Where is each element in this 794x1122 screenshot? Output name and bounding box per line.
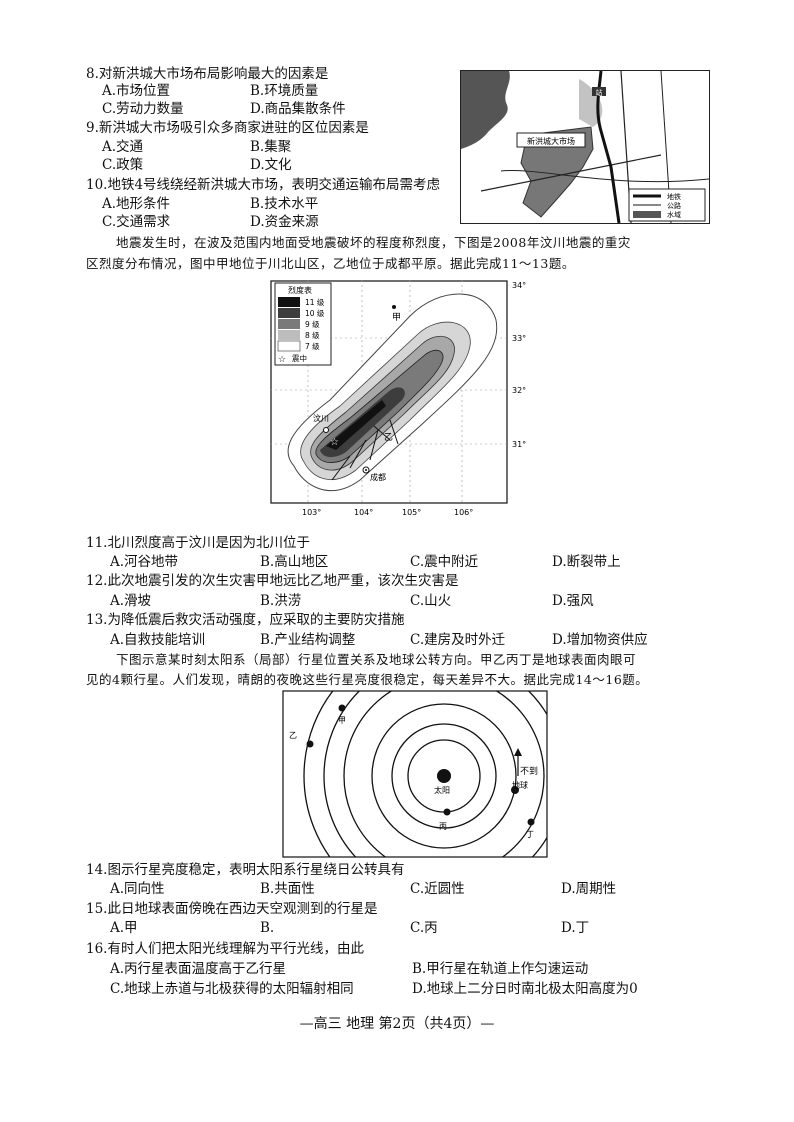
lon-105: 105° <box>402 508 421 517</box>
q16-option-b: B.甲行星在轨道上作匀速运动 <box>412 961 589 977</box>
legend-water: 水域 <box>667 210 681 219</box>
q14-option-a: A.同向性 <box>110 881 165 897</box>
intro-quake-line1: 地震发生时，在波及范围内地面受地震破坏的程度称烈度，下图是2008年汶川地震的重… <box>116 235 631 250</box>
question-16: 16.有时人们把太阳光线理解为平行光线，由此 <box>86 941 364 957</box>
metro-line <box>596 70 621 224</box>
q10-option-b: B.技术水平 <box>250 196 319 212</box>
yi-label: 乙 <box>289 731 297 740</box>
lat-31: 31° <box>512 440 526 449</box>
q12-option-b: B.洪涝 <box>260 593 302 609</box>
q15-option-b: B. <box>260 920 275 936</box>
lon-103: 103° <box>302 508 321 517</box>
q9-option-d: D.文化 <box>250 157 292 173</box>
q12-option-d: D.强风 <box>552 593 594 609</box>
q9-option-c: C.政策 <box>102 157 144 173</box>
planet-bing <box>443 808 451 816</box>
question-8: 8.对新洪城大市场布局影响最大的因素是 <box>86 66 329 82</box>
lon-104: 104° <box>354 508 373 517</box>
q8-option-d: D.商品集散条件 <box>250 101 346 117</box>
intro-quake-line2: 区烈度分布情况，图中甲地位于川北山区，乙地位于成都平原。据此完成11～13题。 <box>86 256 575 271</box>
market-map: 新洪城大市场 站 地铁 公路 水域 <box>460 70 710 224</box>
lat-32: 32° <box>512 386 526 395</box>
ding-label: 丁 <box>526 830 534 839</box>
water-area <box>461 71 510 149</box>
q15-option-d: D.丁 <box>561 920 590 936</box>
quake-map: 烈度表 11 级 10 级 9 级 8 级 7 级 ☆ 震中 甲 乙 汶川 ☆ … <box>270 280 532 520</box>
q15-option-a: A.甲 <box>110 920 138 936</box>
q11-option-c: C.震中附近 <box>410 554 479 570</box>
lat-34: 34° <box>512 281 526 290</box>
q9-option-a: A.交通 <box>102 139 144 155</box>
epicenter-legend-icon: ☆ <box>278 355 286 365</box>
q10-option-d: D.资金来源 <box>250 214 319 230</box>
q16-option-a: A.丙行星表面温度高于乙行星 <box>110 961 287 977</box>
planet-ding <box>527 818 535 826</box>
lon-106: 106° <box>454 508 473 517</box>
q8-option-c: C.劳动力数量 <box>102 101 184 117</box>
intro-solar-line2: 见的4颗行星。人们发现，晴朗的夜晚这些行星亮度很稳定，每天差异不大。据此完成14… <box>86 672 649 687</box>
legend-road: 公路 <box>667 201 681 210</box>
q9-option-b: B.集聚 <box>250 139 292 155</box>
question-12: 12.此次地震引发的次生灾害甲地远比乙地严重，该次生灾害是 <box>86 573 459 589</box>
sun-icon <box>437 769 451 783</box>
question-9: 9.新洪城大市场吸引众多商家进驻的区位因素是 <box>86 120 369 136</box>
q12-option-c: C.山火 <box>410 593 452 609</box>
q13-option-b: B.产业结构调整 <box>260 632 356 648</box>
orbit-direction-arrow-icon <box>514 748 522 756</box>
q8-option-b: B.环境质量 <box>250 83 319 99</box>
quake-map-figure: 烈度表 11 级 10 级 9 级 8 级 7 级 ☆ 震中 甲 乙 汶川 ☆ … <box>270 280 526 517</box>
sun-label: 太阳 <box>434 785 450 795</box>
legend-metro: 地铁 <box>667 192 681 201</box>
solar-diagram-figure: 太阳 丙 地球 不到 丁 甲 乙 <box>282 690 548 858</box>
solar-diagram: 太阳 丙 地球 不到 丁 甲 乙 <box>282 690 548 858</box>
intro-solar-line1: 下图示意某时刻太阳系（局部）行星位置关系及地球公转方向。甲乙丙丁是地球表面肉眼可 <box>116 652 637 667</box>
quake-legend-title: 烈度表 <box>288 285 312 295</box>
q10-option-a: A.地形条件 <box>102 196 171 212</box>
bing-label: 丙 <box>439 822 447 831</box>
market-label: 新洪城大市场 <box>527 136 575 146</box>
q11-option-d: D.断裂带上 <box>552 554 621 570</box>
legend-7: 7 级 <box>305 341 320 351</box>
q14-option-c: C.近圆性 <box>410 881 465 897</box>
jia-label: 甲 <box>338 716 346 725</box>
question-15: 15.此日地球表面傍晚在西边天空观测到的行星是 <box>86 901 378 917</box>
market-map-figure: 新洪城大市场 站 地铁 公路 水域 <box>461 70 710 224</box>
legend-8: 8 级 <box>305 330 320 340</box>
earth-label: 地球 <box>512 780 528 790</box>
question-14: 14.图示行星亮度稳定，表明太阳系行星绕日公转具有 <box>86 862 405 878</box>
legend-10: 10 级 <box>305 308 325 318</box>
legend-9: 9 级 <box>305 319 320 329</box>
earth-marks: 不到 <box>520 765 538 777</box>
place-jia: 甲 <box>392 312 401 323</box>
market-area <box>520 126 594 218</box>
q16-option-d: D.地球上二分日时南北极太阳高度为0 <box>412 981 638 997</box>
legend-11: 11 级 <box>305 297 325 307</box>
q13-option-d: D.增加物资供应 <box>552 632 648 648</box>
q10-option-c: C.交通需求 <box>102 214 171 230</box>
q8-option-a: A.市场位置 <box>102 83 171 99</box>
svg-text:站: 站 <box>596 88 603 97</box>
legend-epicenter: 震中 <box>292 353 307 363</box>
q14-option-b: B.共面性 <box>260 881 315 897</box>
planet-jia <box>338 704 346 712</box>
lat-33: 33° <box>512 334 526 343</box>
q15-option-c: C.丙 <box>410 920 438 936</box>
q12-option-a: A.滑坡 <box>110 593 152 609</box>
q13-option-c: C.建房及时外迁 <box>410 632 506 648</box>
place-chengdu: 成都 <box>370 472 386 482</box>
page-footer: —高三 地理 第2页（共4页）— <box>299 1016 495 1032</box>
planet-yi <box>306 740 314 748</box>
question-13: 13.为降低震后救灾活动强度，应采取的主要防灾措施 <box>86 612 405 628</box>
q11-option-b: B.高山地区 <box>260 554 329 570</box>
place-yi: 乙 <box>384 432 393 443</box>
epicenter-star-icon: ☆ <box>330 437 339 448</box>
planet-earth <box>511 786 519 794</box>
q11-option-a: A.河谷地带 <box>110 554 179 570</box>
q14-option-d: D.周期性 <box>561 881 617 897</box>
q16-option-c: C.地球上赤道与北极获得的太阳辐射相同 <box>110 981 354 997</box>
place-wenchuan: 汶川 <box>313 413 329 423</box>
question-10: 10.地铁4号线绕经新洪城大市场，表明交通运输布局需考虑 <box>86 177 441 193</box>
q13-option-a: A.自救技能培训 <box>110 632 206 648</box>
question-11: 11.北川烈度高于汶川是因为北川位于 <box>86 535 310 551</box>
